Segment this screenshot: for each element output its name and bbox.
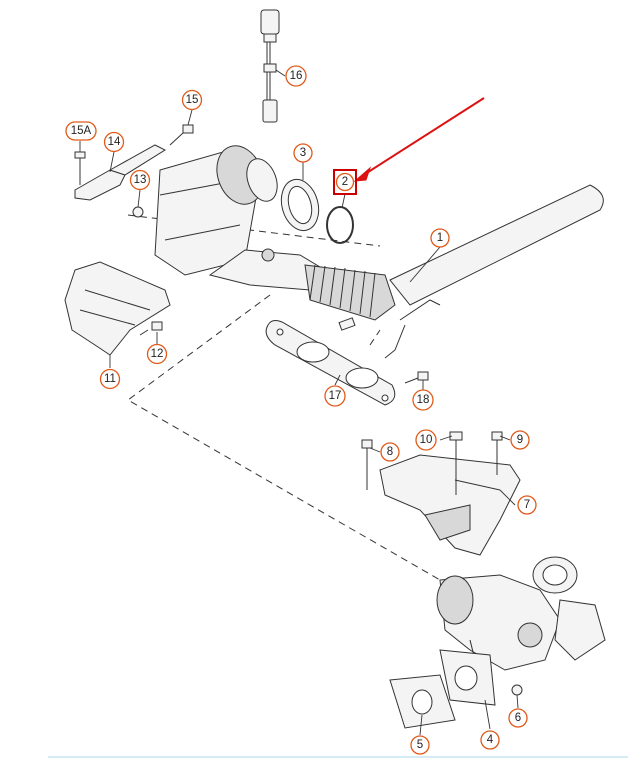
callout-6: 6 [508, 708, 528, 728]
bolt-part-15 [169, 124, 194, 146]
callout-12-label: 12 [151, 348, 164, 360]
callout-12: 12 [146, 343, 168, 365]
callout-7-label: 7 [524, 499, 530, 511]
callout-16: 16 [285, 65, 307, 87]
callout-5: 5 [410, 735, 430, 755]
gasket-ring-part-2 [326, 206, 354, 244]
callout-10: 10 [415, 429, 437, 451]
turbocharger-manifold [436, 556, 606, 681]
callout-11: 11 [99, 368, 121, 390]
callout-15a-label: 15A [71, 125, 92, 137]
callout-13: 13 [129, 169, 151, 191]
callout-13-label: 13 [134, 174, 147, 186]
gasket-part-5 [389, 674, 456, 729]
callout-18-label: 18 [417, 394, 430, 406]
callout-17: 17 [324, 385, 346, 407]
bolt-part-8 [361, 439, 373, 490]
bottom-divider [48, 756, 628, 758]
callout-15-label: 15 [186, 94, 199, 106]
callout-14: 14 [103, 131, 125, 153]
callout-2: 2 [335, 172, 355, 192]
nut-part-13 [132, 206, 144, 218]
callout-3-label: 3 [300, 147, 306, 159]
heat-shield-part-11 [64, 261, 171, 356]
callout-8-label: 8 [387, 446, 393, 458]
nut-part-6 [511, 684, 523, 696]
bolt-part-12 [139, 321, 163, 336]
callout-18: 18 [412, 389, 434, 411]
callout-15: 15 [181, 89, 203, 111]
callout-3: 3 [293, 143, 313, 163]
callout-8: 8 [380, 442, 400, 462]
heat-shield-part-7 [379, 454, 521, 556]
callout-15a: 15A [65, 121, 97, 141]
callout-16-label: 16 [290, 70, 303, 82]
callout-4: 4 [480, 730, 500, 750]
callout-11-label: 11 [104, 373, 116, 385]
callout-4-label: 4 [487, 734, 494, 746]
callout-1: 1 [430, 228, 450, 248]
callout-5-label: 5 [417, 739, 423, 751]
bolt-part-15a [74, 151, 86, 185]
callout-10-label: 10 [420, 434, 433, 446]
highlight-box-part-2 [333, 169, 357, 195]
flange-gasket-part-17 [265, 320, 396, 406]
callout-9-label: 9 [517, 434, 523, 446]
clamp-part-3 [280, 178, 320, 232]
bolt-part-9 [491, 431, 503, 475]
gasket-part-4 [439, 649, 496, 706]
catalytic-converter [154, 145, 326, 291]
exhaust-pipe-part-1 [304, 184, 604, 359]
callout-2-label: 2 [342, 176, 348, 188]
callout-9: 9 [510, 430, 530, 450]
callout-6-label: 6 [515, 712, 521, 724]
sensor-part-16 [260, 9, 280, 123]
leader-lines [79, 69, 519, 736]
callout-17-label: 17 [329, 390, 342, 402]
callout-1-label: 1 [437, 232, 443, 244]
callout-14-label: 14 [108, 136, 121, 148]
bracket-part-14 [74, 144, 167, 201]
callout-7: 7 [517, 495, 537, 515]
bolt-part-10 [449, 431, 463, 495]
bolt-part-18 [404, 371, 429, 384]
highlight-arrow [353, 97, 485, 182]
